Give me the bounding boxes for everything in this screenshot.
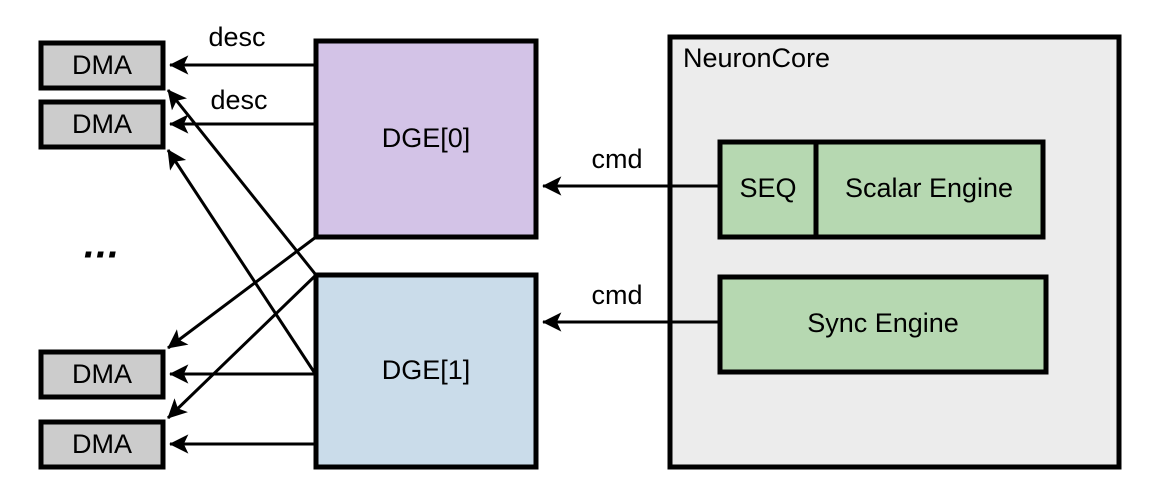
edge-dge1-dma1 (166, 149, 318, 376)
dma-block-2-rect[interactable] (38, 349, 166, 400)
dma-block-2-label: DMA (72, 359, 132, 389)
dge-block-0[interactable]: DGE[0] (313, 38, 539, 240)
dma-block-0-label: DMA (72, 50, 132, 80)
dge-block-group: DGE[0] DGE[1] (313, 38, 539, 470)
dma-ellipsis-label: ... (84, 223, 120, 267)
dma-block-0-rect[interactable] (38, 40, 166, 91)
dma-block-3-label: DMA (72, 429, 132, 459)
dma-block-1[interactable]: DMA (38, 99, 166, 150)
dma-block-2[interactable]: DMA (38, 349, 166, 400)
edge-label-desc-1: desc (210, 85, 267, 115)
neuroncore-panel-title: NeuronCore (683, 43, 830, 73)
scalar-engine-block[interactable]: Scalar Engine (813, 139, 1046, 240)
dge-block-1[interactable]: DGE[1] (313, 272, 539, 470)
edge-group (166, 55, 720, 454)
dma-block-1-label: DMA (72, 109, 132, 139)
scalar-engine-block-rect[interactable] (813, 139, 1046, 240)
dge-block-1-rect[interactable] (313, 272, 539, 470)
edge-dge0-dma2 (167, 235, 317, 350)
dma-block-3-rect[interactable] (38, 419, 166, 470)
dma-block-3[interactable]: DMA (38, 419, 166, 470)
neuroncore-panel: NeuronCore (667, 34, 1122, 470)
seq-block-label: SEQ (739, 173, 796, 203)
seq-block[interactable]: SEQ (717, 139, 819, 240)
edge-label-desc-0: desc (208, 22, 265, 52)
edge-label-cmd-1: cmd (591, 280, 642, 310)
dge-block-0-rect[interactable] (313, 38, 539, 240)
sync-engine-block-label: Sync Engine (807, 308, 959, 338)
sync-engine-block[interactable]: Sync Engine (717, 274, 1049, 375)
edge-dge0-dma3 (166, 273, 318, 420)
dge-block-0-label: DGE[0] (382, 123, 471, 153)
seq-block-rect[interactable] (717, 139, 819, 240)
engine-block-group: SEQ Scalar Engine Sync Engine (717, 139, 1049, 375)
edge-dge1-dma0 (166, 89, 318, 276)
dma-block-1-rect[interactable] (38, 99, 166, 150)
dma-block-group: DMA DMA DMA DMA (38, 40, 166, 470)
sync-engine-block-rect[interactable] (717, 274, 1049, 375)
dma-block-0[interactable]: DMA (38, 40, 166, 91)
scalar-engine-block-label: Scalar Engine (845, 173, 1013, 203)
neuroncore-panel-rect (667, 34, 1122, 470)
dge-block-1-label: DGE[1] (382, 355, 471, 385)
edge-label-group: desc desc cmd cmd (208, 22, 642, 310)
edge-label-cmd-0: cmd (591, 144, 642, 174)
